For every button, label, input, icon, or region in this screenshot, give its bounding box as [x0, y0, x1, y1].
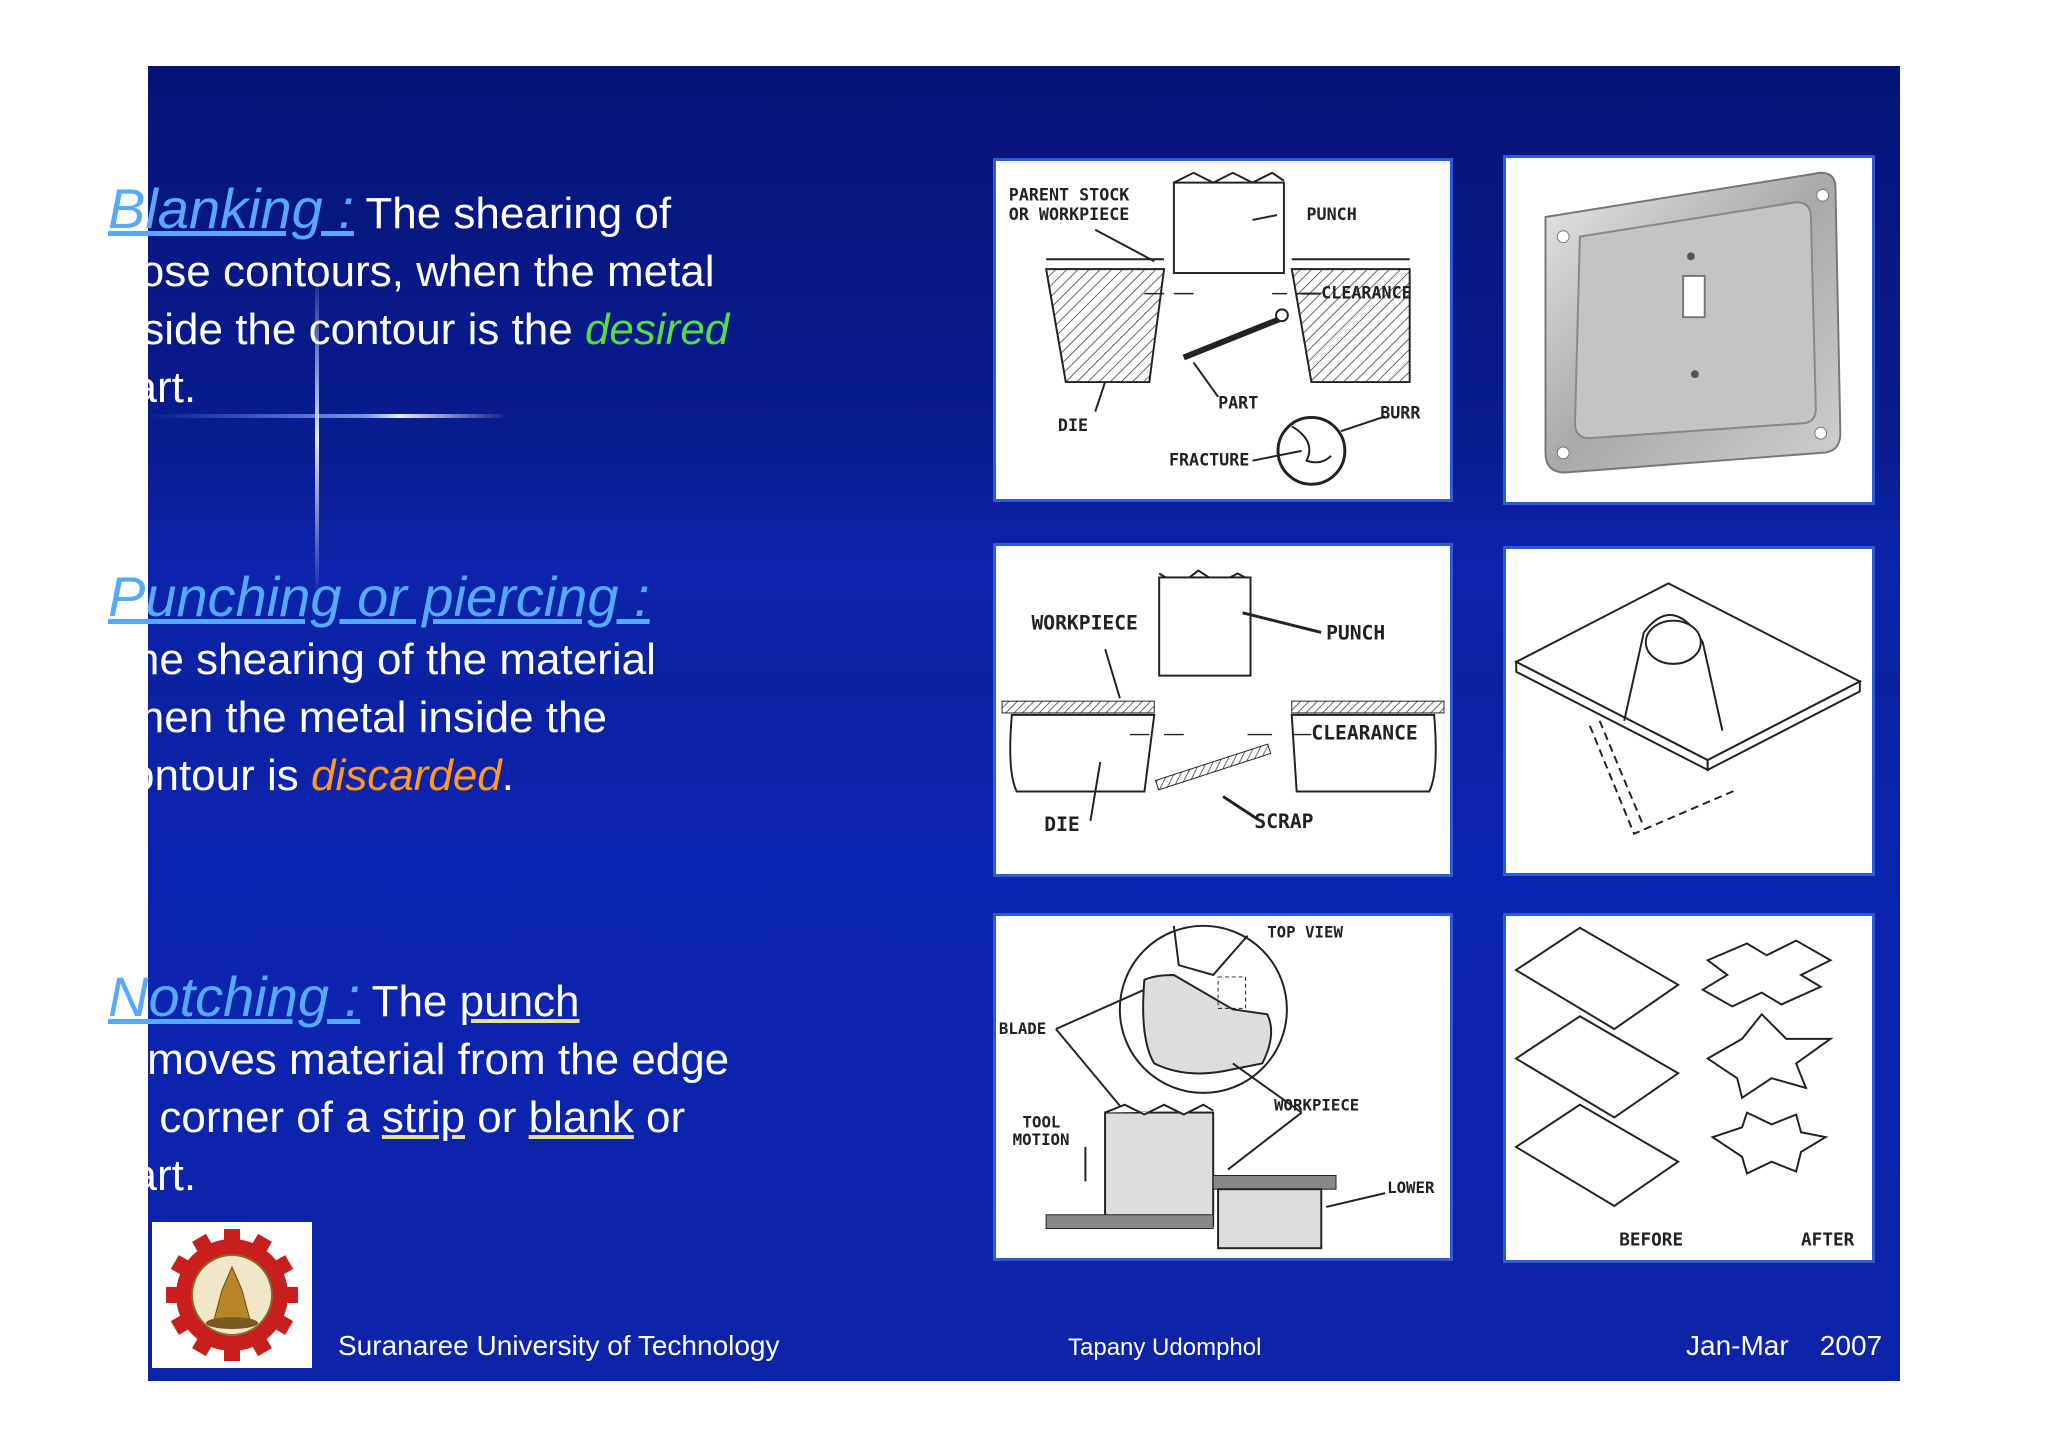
- label-die: DIE: [1058, 415, 1088, 435]
- notching-text-4: or part.: [108, 1093, 686, 1200]
- label-blade: BLADE: [999, 1019, 1046, 1038]
- label-or-workpiece: OR WORKPIECE: [1009, 204, 1130, 224]
- label-parent-stock: PARENT STOCK: [1009, 184, 1130, 204]
- blank-link[interactable]: blank: [528, 1093, 634, 1142]
- label-punch: PUNCH: [1307, 204, 1357, 224]
- label-clearance-2: CLEARANCE: [1311, 721, 1417, 744]
- footer-date: Jan-Mar 2007: [1686, 1330, 1883, 1361]
- punching-text: The shearing of the material when the me…: [108, 635, 656, 800]
- label-die-2: DIE: [1044, 813, 1079, 836]
- label-before: BEFORE: [1619, 1230, 1683, 1250]
- notching-text-3: or: [465, 1093, 529, 1142]
- punched-sheet-image: [1503, 546, 1875, 876]
- label-top-view: TOP VIEW: [1267, 923, 1343, 942]
- label-motion: MOTION: [1013, 1130, 1070, 1149]
- notching-paragraph: Notching : The punch removes material fr…: [108, 968, 748, 1205]
- blanking-diagram: PARENT STOCK OR WORKPIECE PUNCH CLEARANC…: [993, 158, 1453, 502]
- punch-link[interactable]: punch: [459, 977, 580, 1026]
- label-burr: BURR: [1380, 402, 1421, 422]
- punching-highlight: discarded: [310, 751, 502, 800]
- label-lower: LOWER: [1387, 1178, 1435, 1197]
- label-clearance: CLEARANCE: [1321, 283, 1411, 303]
- label-after: AFTER: [1801, 1230, 1855, 1250]
- notching-text-1: The: [360, 977, 460, 1026]
- notching-diagram: TOP VIEW BLADE TOOL MOTION WORKPIECE LOW…: [993, 913, 1453, 1261]
- label-scrap: SCRAP: [1254, 810, 1313, 833]
- blanking-tail: part.: [108, 363, 197, 412]
- footer-author: Tapany Udomphol: [1068, 1334, 1262, 1361]
- label-part: PART: [1218, 393, 1258, 413]
- before-after-diagram: BEFORE AFTER: [1503, 913, 1875, 1263]
- punching-diagram: WORKPIECE PUNCH CLEARANCE DIE SCRAP: [993, 543, 1453, 877]
- blanked-cover-plate-image: [1503, 155, 1875, 505]
- university-logo: [152, 1222, 312, 1368]
- blanking-heading: Blanking :: [108, 177, 354, 240]
- punching-paragraph: Punching or piercing : The shearing of t…: [108, 568, 748, 805]
- blanking-paragraph: Blanking : The shearing of close contour…: [108, 180, 748, 417]
- label-fracture: FRACTURE: [1169, 450, 1249, 470]
- notching-text-2: removes material from the edge or corner…: [108, 1035, 730, 1142]
- footer-university: Suranaree University of Technology: [338, 1330, 780, 1361]
- blanking-highlight: desired: [584, 305, 730, 354]
- light-flare-horizontal: [148, 414, 508, 418]
- strip-link[interactable]: strip: [381, 1093, 466, 1142]
- blanking-text: The shearing of close contours, when the…: [108, 189, 715, 354]
- blanking-diagram-svg: PARENT STOCK OR WORKPIECE PUNCH CLEARANC…: [1009, 171, 1421, 486]
- label-tool: TOOL: [1023, 1112, 1061, 1131]
- light-flare-vertical: [315, 266, 319, 596]
- label-workpiece: WORKPIECE: [1032, 611, 1138, 634]
- label-punch-2: PUNCH: [1326, 621, 1385, 644]
- punching-tail: .: [501, 751, 514, 800]
- label-workpiece-3: WORKPIECE: [1274, 1096, 1359, 1115]
- notching-heading: Notching :: [108, 965, 361, 1028]
- punching-heading: Punching or piercing :: [108, 565, 650, 628]
